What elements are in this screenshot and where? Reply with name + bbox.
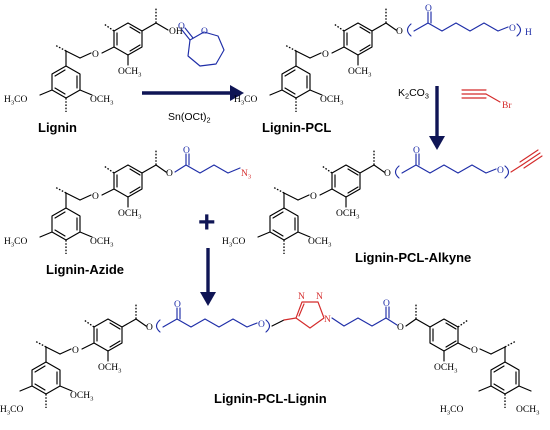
chain-oxygen: O — [509, 24, 516, 34]
caprolactone-reagent: O O — [178, 22, 225, 67]
lignin-ring-top — [113, 22, 143, 56]
lignin-ring-bottom — [51, 65, 81, 99]
label-lignin: Lignin — [38, 120, 77, 135]
methoxy-label: OCH3 — [434, 363, 458, 374]
plus-sign: + — [198, 206, 216, 239]
bond — [141, 22, 157, 32]
base-label: K2CO3 — [398, 87, 429, 101]
chain-oxygen: O — [258, 320, 265, 330]
caprolactone-ring — [187, 31, 225, 67]
dashed-bond — [54, 44, 67, 52]
ester-oxygen: O — [397, 323, 404, 333]
methoxy-label: OCH3 — [336, 209, 360, 220]
methoxy-label-left: H3CO — [440, 405, 464, 416]
triazole-n: N — [316, 292, 323, 302]
aromatic-bond — [129, 44, 141, 52]
triazole-n: N — [298, 292, 305, 302]
methoxy-label: OCH3 — [98, 363, 122, 374]
methoxy-label: OCH3 — [118, 67, 142, 78]
bond — [155, 22, 169, 31]
methoxy-label: OCH3 — [90, 237, 114, 248]
aromatic-bond — [129, 26, 141, 34]
methoxy-label: OCH3 — [320, 95, 344, 106]
aromatic-bond — [54, 69, 66, 77]
methoxy-label: OCH3 — [308, 237, 332, 248]
bond — [79, 52, 92, 59]
methoxy-label-left: H3CO — [4, 237, 28, 248]
ether-oxygen-label: O — [322, 50, 329, 60]
ring — [343, 22, 373, 56]
ester-oxygen: O — [146, 323, 153, 333]
label-lignin-azide: Lignin-Azide — [46, 262, 124, 277]
arrow-ring-opening: Sn(OCt)2 — [142, 85, 244, 125]
arrow-click-reaction — [200, 248, 216, 306]
methoxy-label: OCH3 — [348, 67, 372, 78]
lignin-azide-structure: O OCH3 O OCH3 H3CO O N3 Lignin-Azide — [4, 146, 252, 277]
catalyst-label: Sn(OCt)2 — [168, 111, 211, 125]
ether-oxygen-label: O — [92, 50, 99, 60]
methoxy-label: OCH3 — [118, 209, 142, 220]
ether-oxygen-label: O — [72, 346, 79, 356]
carbonyl-bond — [181, 29, 191, 41]
azide-label: N3 — [241, 169, 252, 180]
ether-oxygen-label: O — [92, 192, 99, 202]
triazole-ring — [295, 301, 325, 329]
methoxy-label-left: H3CO — [222, 237, 246, 248]
ester-oxygen: O — [396, 27, 403, 37]
chain-oxygen: O — [497, 166, 504, 176]
ester-oxygen: O — [384, 169, 391, 179]
bromine-label: Br — [502, 101, 512, 111]
carbonyl-oxygen: O — [183, 146, 190, 156]
carbonyl-oxygen: O — [425, 4, 432, 14]
carbonyl-oxygen: O — [178, 22, 185, 32]
label-lignin-pcl: Lignin-PCL — [262, 120, 331, 135]
bond — [65, 50, 81, 59]
methoxy-label-left: H3CO — [4, 95, 28, 106]
lignin-structure: OH OCH3 O OCH3 H3CO Lignin — [4, 8, 183, 135]
terminal-h: H — [525, 28, 532, 38]
triazole-n: N — [324, 315, 331, 325]
dashed-bond — [103, 23, 115, 32]
label-lignin-pcl-lignin: Lignin-PCL-Lignin — [214, 391, 327, 406]
aromatic-bond — [54, 87, 66, 95]
repeat-bracket-right — [516, 23, 522, 37]
methoxy-label: OCH3 — [516, 405, 540, 416]
repeat-bracket-left — [406, 23, 412, 37]
carbonyl-oxygen: O — [413, 146, 420, 156]
methoxy-label: OCH3 — [90, 95, 114, 106]
bond — [79, 89, 93, 96]
lignin-pcl-lignin-structure: O OCH3 O OCH3 H3CO O O N N N — [0, 292, 540, 416]
carbonyl-oxygen: O — [174, 300, 181, 310]
ester-oxygen: O — [166, 169, 173, 179]
carbonyl-bond — [184, 27, 194, 39]
carbonyl-oxygen: O — [383, 299, 390, 309]
bond — [39, 89, 53, 96]
hydroxyl-label: OH — [169, 27, 183, 37]
lignin-pcl-alkyne-structure: O OCH3 O OCH3 H3CO O O Lignin-PCL-Alkyne — [222, 146, 543, 265]
bond — [101, 46, 115, 54]
methoxy-label-left: H3CO — [234, 95, 258, 106]
ether-oxygen-label: O — [310, 192, 317, 202]
pcl-chain — [413, 22, 509, 32]
methoxy-label: OCH3 — [70, 391, 94, 402]
alkylation-step: K2CO3 Br — [398, 86, 512, 150]
ring-oxygen: O — [201, 27, 208, 37]
ether-oxygen-label: O — [471, 346, 478, 356]
label-lignin-pcl-alkyne: Lignin-PCL-Alkyne — [355, 250, 471, 265]
methoxy-label-left: H3CO — [0, 405, 24, 416]
lignin-pcl-structure: O OCH3 O OCH3 H3CO O O H Lignin-PCL — [234, 4, 532, 135]
